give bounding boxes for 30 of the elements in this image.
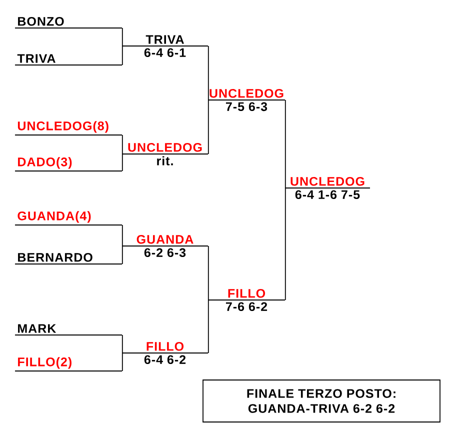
bracket-line <box>284 100 286 188</box>
bracket-line <box>122 352 123 372</box>
bracket-slot: MARK <box>14 324 122 336</box>
bracket-line <box>122 334 123 354</box>
bracket-slot: FILLO(2) <box>14 357 122 372</box>
bracket-slot: UNCLEDOG(8) <box>14 121 122 136</box>
bracket-slot: UNCLEDOG rit. <box>122 142 208 166</box>
bracket-line <box>122 134 123 154</box>
bracket-slot: GUANDA 6-2 6-3 <box>122 234 208 258</box>
bracket-line <box>208 46 209 100</box>
bracket-line <box>122 154 123 172</box>
bracket-slot: TRIVA 6-4 6-1 <box>122 35 208 58</box>
bracket-line <box>122 224 123 246</box>
bracket-slot: UNCLEDOG 7-5 6-3 <box>208 88 286 112</box>
bracket-line <box>122 28 123 46</box>
bracket-slot: FILLO 7-6 6-2 <box>208 288 286 312</box>
note-box: FINALE TERZO POSTO: GUANDA-TRIVA 6-2 6-2 <box>202 380 440 422</box>
bracket-slot: TRIVA <box>14 54 122 66</box>
bracket-slot: DADO(3) <box>14 157 122 172</box>
bracket-line <box>122 46 123 66</box>
bracket-line <box>122 246 123 264</box>
bracket-slot: BERNARDO <box>14 252 122 264</box>
bracket-line <box>284 188 286 300</box>
bracket-line <box>208 246 209 300</box>
bracket-slot: UNCLEDOG 6-4 1-6 7-5 <box>284 176 370 200</box>
bracket-line <box>208 300 209 354</box>
bracket-line <box>208 100 209 154</box>
bracket-slot: BONZO <box>14 16 122 28</box>
bracket-slot: FILLO 6-4 6-2 <box>122 342 208 364</box>
bracket-slot: GUANDA(4) <box>14 211 122 226</box>
